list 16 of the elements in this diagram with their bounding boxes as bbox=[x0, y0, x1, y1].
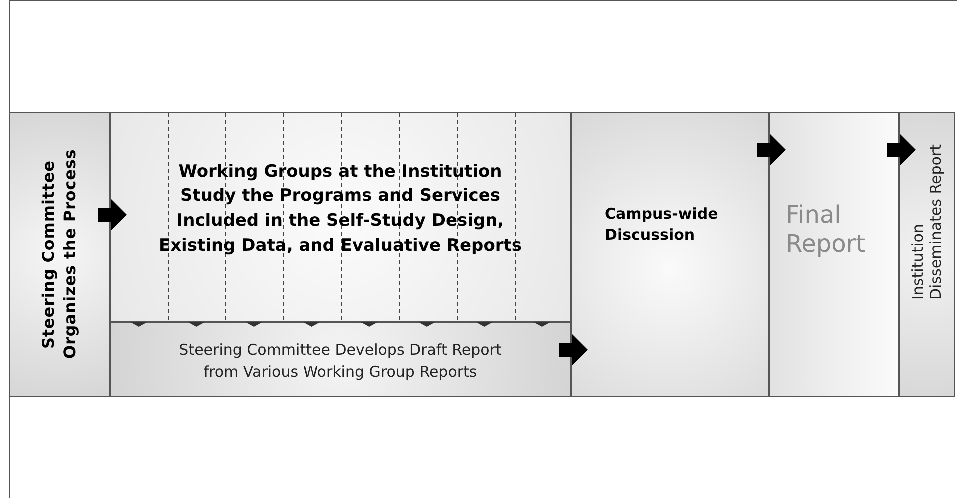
block-arrow bbox=[559, 334, 588, 366]
step-label: Final Report bbox=[786, 200, 867, 258]
block-arrow bbox=[98, 199, 127, 231]
step-box bbox=[899, 112, 955, 397]
block-arrow bbox=[887, 134, 916, 166]
step-box bbox=[769, 112, 899, 397]
step-box bbox=[110, 322, 571, 397]
step-label: Campus-wide Discussion bbox=[605, 204, 720, 245]
step-box bbox=[110, 112, 571, 322]
step-label: Working Groups at the Institution Study the Programs and Services Included in the Self-Study Design, Existing Data, and Evaluative Reports bbox=[158, 160, 524, 258]
step-label: Steering Committee Organizes the Process bbox=[38, 148, 80, 362]
step-box bbox=[571, 112, 769, 397]
step-box bbox=[9, 112, 110, 397]
step-label: Institution Disseminates Report bbox=[909, 143, 945, 300]
block-arrow bbox=[757, 134, 786, 166]
step-label: Steering Committee Develops Draft Report from Various Working Group Reports bbox=[178, 340, 503, 382]
